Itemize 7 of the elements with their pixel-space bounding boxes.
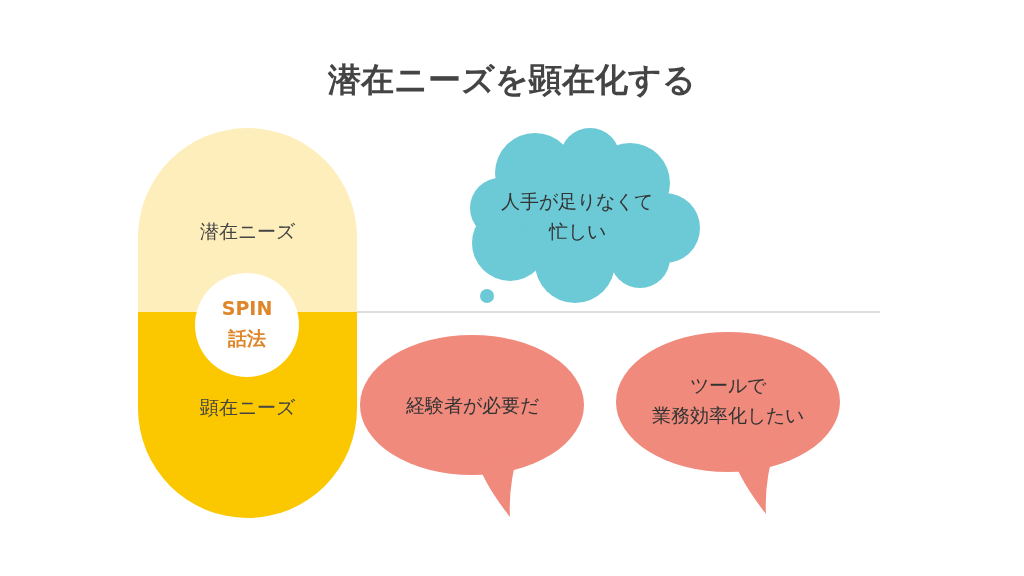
node-label: 顕在ニーズ [199, 395, 296, 420]
node-label: 潜在ニーズ [199, 219, 296, 244]
node-label: SPIN 話法 [220, 296, 274, 351]
node-label: ツールで業務効率化したい [651, 373, 805, 428]
node-label: 人手が足りなくて忙しい [500, 189, 654, 244]
node-label: 経験者が必要だ [404, 393, 540, 418]
title: 潜在ニーズを顕在化する [327, 59, 697, 101]
